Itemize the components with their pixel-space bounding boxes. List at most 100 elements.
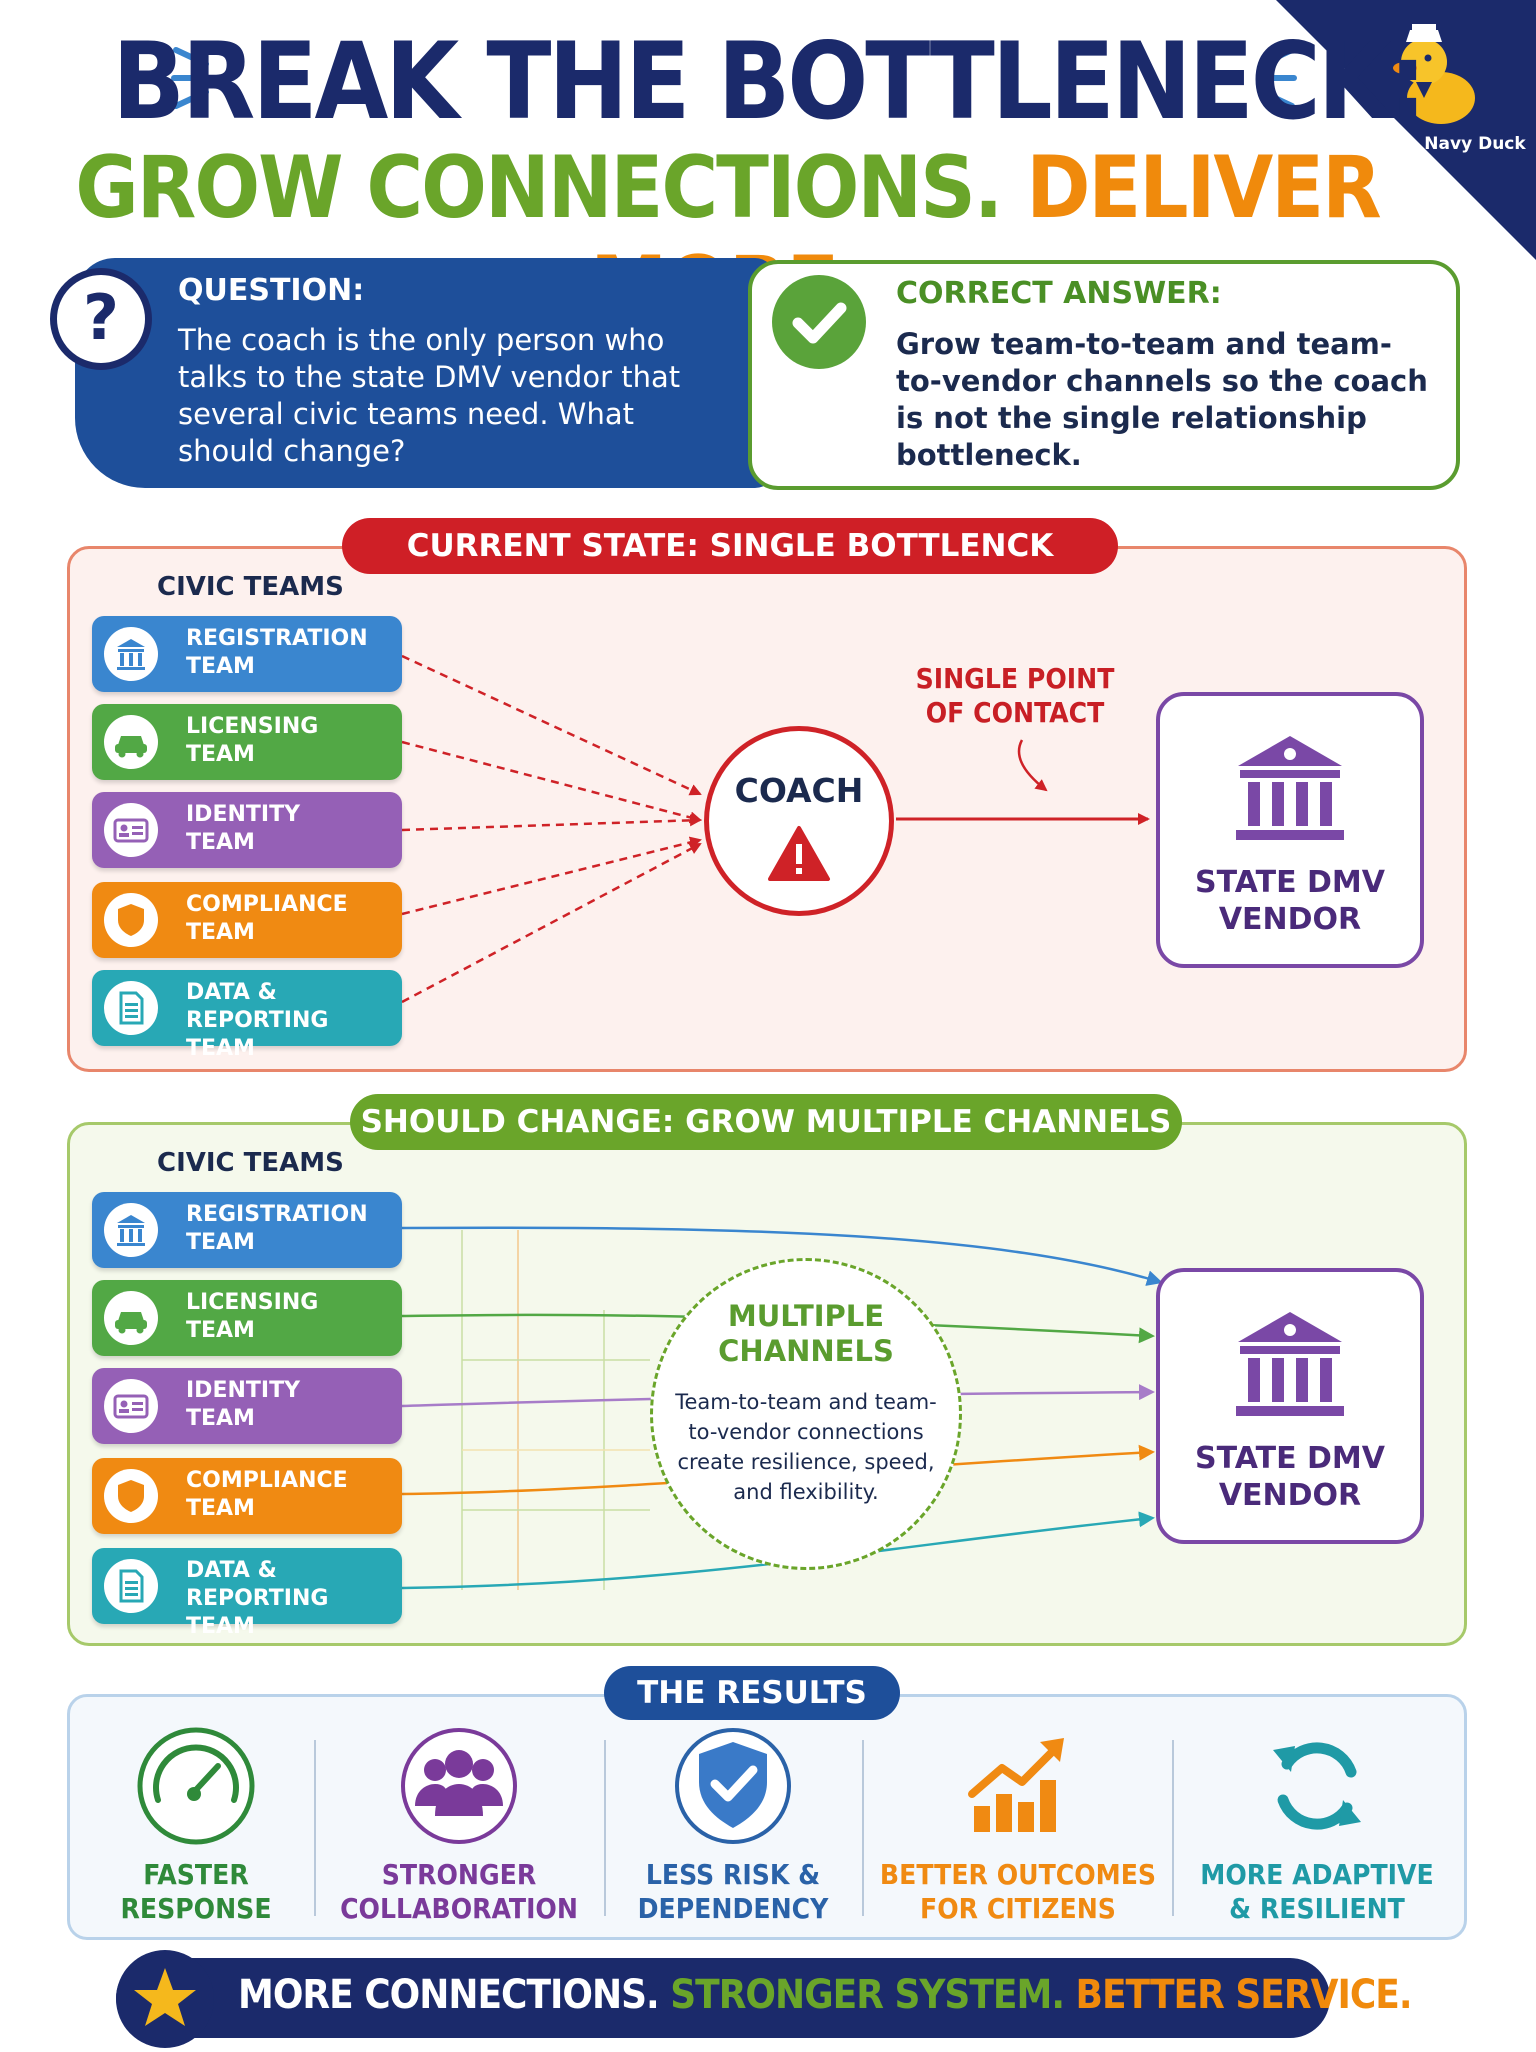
checkmark-icon xyxy=(772,275,866,369)
result-line2: DEPENDENCY xyxy=(637,1892,829,1925)
vendor-line2: VENDOR xyxy=(1218,902,1362,937)
change-team-identity: IDENTITY TEAM xyxy=(92,1368,402,1444)
government-building-icon xyxy=(1236,736,1344,840)
result-line1: LESS RISK & xyxy=(645,1858,821,1891)
spoc-line1: SINGLE POINT xyxy=(915,662,1115,695)
team-label-line2: TEAM xyxy=(186,654,255,679)
government-building-icon xyxy=(1236,1312,1344,1416)
building-icon xyxy=(104,1203,158,1257)
footer-part2: STRONGER SYSTEM. xyxy=(670,1972,1065,2018)
team-label-line2: TEAM xyxy=(186,1318,255,1343)
results-divider xyxy=(862,1740,864,1916)
answer-box xyxy=(748,260,1460,490)
channels-title-line1: MULTIPLE xyxy=(727,1299,885,1333)
result-line2: RESPONSE xyxy=(120,1892,272,1925)
answer-label: CORRECT ANSWER: xyxy=(896,276,1222,311)
current-team-data-reporting: DATA & REPORTING TEAM xyxy=(92,970,402,1061)
coach-label: COACH xyxy=(734,771,864,810)
people-icon xyxy=(401,1728,517,1844)
title-accent-left xyxy=(171,47,211,109)
result-line1: FASTER xyxy=(143,1858,249,1891)
bottleneck-connectors xyxy=(401,654,1150,1004)
team-label-line2: TEAM xyxy=(186,742,255,767)
footer-slogan: MORE CONNECTIONS. STRONGER SYSTEM. BETTE… xyxy=(238,1972,1412,2018)
results-divider xyxy=(314,1740,316,1916)
result-line1: BETTER OUTCOMES xyxy=(879,1858,1157,1891)
team-label-line2: TEAM xyxy=(186,920,255,945)
question-mark-icon: ? xyxy=(50,268,152,370)
footer-part1: MORE CONNECTIONS. xyxy=(238,1972,660,2018)
team-label-line2: TEAM xyxy=(186,1614,255,1639)
current-team-identity: IDENTITY TEAM xyxy=(92,792,402,868)
corner-badge xyxy=(1276,0,1536,260)
shield-check-icon xyxy=(675,1728,791,1844)
footer-part3: BETTER SERVICE. xyxy=(1075,1972,1413,2018)
single-point-of-contact-label: SINGLE POINT OF CONTACT xyxy=(900,662,1130,730)
car-icon xyxy=(104,1291,158,1345)
page-title: BREAK THE BOTTLENECK: xyxy=(112,20,1427,143)
duck-mascot-icon xyxy=(1393,24,1475,124)
vendor-line1: STATE DMV xyxy=(1194,865,1385,900)
results-divider xyxy=(1172,1740,1174,1916)
question-label: QUESTION: xyxy=(178,273,365,308)
results-banner: THE RESULTS xyxy=(604,1666,900,1720)
report-icon xyxy=(104,1559,158,1613)
change-team-registration: REGISTRATION TEAM xyxy=(92,1192,402,1268)
badge-label: Navy Duck xyxy=(1424,134,1526,154)
team-label-line1: COMPLIANCE xyxy=(186,892,348,917)
change-team-compliance: COMPLIANCE TEAM xyxy=(92,1458,402,1534)
refresh-icon xyxy=(1273,1742,1361,1830)
warning-icon xyxy=(768,826,830,881)
team-label-line1: IDENTITY xyxy=(186,802,301,827)
channels-title-line2: CHANNELS xyxy=(718,1334,894,1368)
team-label-line1: LICENSING xyxy=(186,1290,319,1315)
result-line1: STRONGER xyxy=(381,1858,537,1891)
team-label-line2: TEAM xyxy=(186,1036,255,1061)
team-label-line1: DATA & REPORTING xyxy=(186,980,329,1033)
report-icon xyxy=(104,981,158,1035)
answer-text: Grow team-to-team and team-to-vendor cha… xyxy=(896,327,1428,472)
subtitle-part1: GROW CONNECTIONS. xyxy=(75,138,1003,238)
current-state-banner: CURRENT STATE: SINGLE BOTTLENCK xyxy=(342,518,1118,574)
question-box xyxy=(75,258,775,488)
footer-bar xyxy=(116,1958,1330,2038)
star-badge xyxy=(116,1950,214,2048)
question-text: The coach is the only person who talks t… xyxy=(178,323,681,468)
should-change-banner: SHOULD CHANGE: GROW MULTIPLE CHANNELS xyxy=(350,1094,1182,1150)
coach-node: COACH xyxy=(704,726,894,916)
star-icon xyxy=(134,1968,196,2026)
result-less-risk: LESS RISK &DEPENDENCY xyxy=(614,1724,852,1926)
team-label-line2: TEAM xyxy=(186,1496,255,1521)
title-accent-right xyxy=(1257,47,1297,109)
results-divider xyxy=(604,1740,606,1916)
team-label-line1: COMPLIANCE xyxy=(186,1468,348,1493)
result-line2: & RESILIENT xyxy=(1229,1892,1405,1925)
current-team-compliance: COMPLIANCE TEAM xyxy=(92,882,402,958)
result-line1: MORE ADAPTIVE xyxy=(1200,1858,1434,1891)
team-label-line1: REGISTRATION xyxy=(186,1202,368,1227)
vendor-line2: VENDOR xyxy=(1218,1478,1362,1513)
team-label-line1: IDENTITY xyxy=(186,1378,301,1403)
channels-description: Team-to-team and team-to-vendor connecti… xyxy=(675,1390,937,1504)
growth-chart-icon xyxy=(968,1738,1064,1832)
team-label-line1: LICENSING xyxy=(186,714,319,739)
result-line2: COLLABORATION xyxy=(340,1892,578,1925)
current-team-licensing: LICENSING TEAM xyxy=(92,704,402,780)
spoc-line2: OF CONTACT xyxy=(925,696,1105,729)
speedometer-icon xyxy=(137,1727,255,1845)
result-line2: FOR CITIZENS xyxy=(920,1892,1116,1925)
building-icon xyxy=(104,627,158,681)
team-label-line2: TEAM xyxy=(186,1230,255,1255)
team-label-line2: TEAM xyxy=(186,830,255,855)
team-label-line2: TEAM xyxy=(186,1406,255,1431)
civic-teams-heading: CIVIC TEAMS xyxy=(157,572,344,602)
change-team-licensing: LICENSING TEAM xyxy=(92,1280,402,1356)
vendor-line1: STATE DMV xyxy=(1194,1441,1385,1476)
